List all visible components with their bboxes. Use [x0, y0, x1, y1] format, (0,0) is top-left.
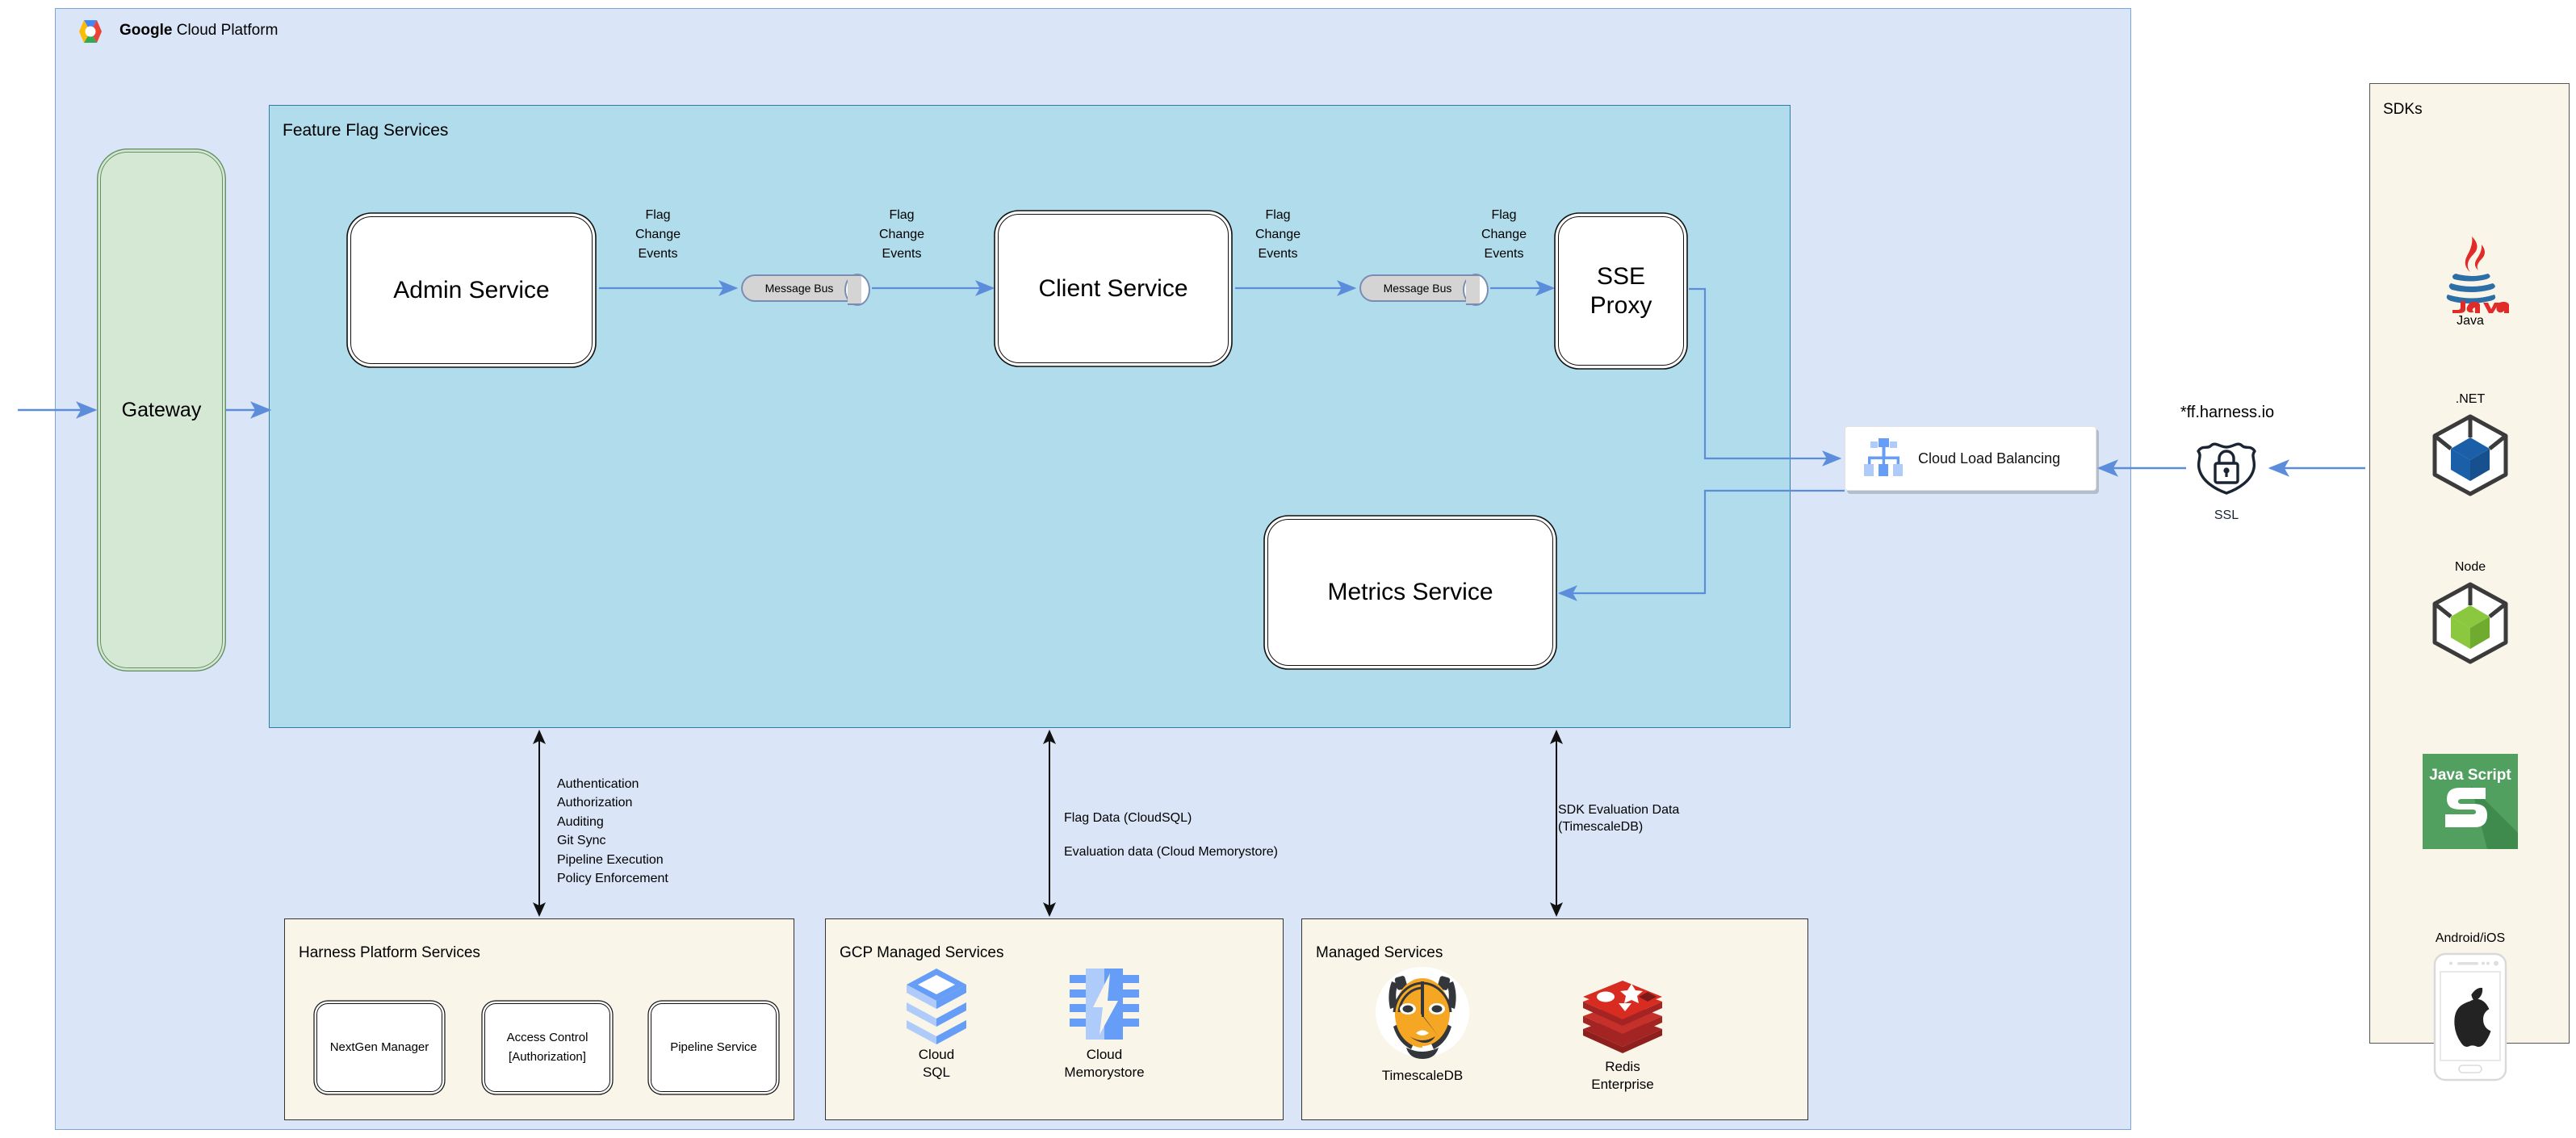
redis-caption-line2: Enterprise — [1591, 1077, 1654, 1092]
node-label: Node — [2454, 560, 2486, 574]
message-bus-label: Message Bus — [764, 282, 834, 295]
redis-caption: Redis Enterprise — [1591, 1058, 1653, 1094]
annotation-line: Authorization — [557, 796, 633, 810]
annotation-line: (TimescaleDB) — [1558, 820, 1644, 834]
annotation-line: Auditing — [557, 814, 604, 829]
message-bus-node-2[interactable]: Message Bus — [1359, 274, 1489, 306]
java-caption: Java — [2457, 314, 2484, 328]
cloud-sql-caption: Cloud SQL — [919, 1046, 954, 1082]
cloud-memorystore-caption-line1: Cloud — [1086, 1047, 1123, 1062]
java-icon — [2431, 233, 2509, 313]
access-control-label-line1: Access Control — [506, 1031, 589, 1044]
managed-data-annotation: SDK Evaluation Data (TimescaleDB) — [1558, 801, 1800, 835]
admin-service-node[interactable]: Admin Service — [350, 216, 593, 364]
pipeline-service-label: Pipeline Service — [670, 1040, 757, 1054]
cloud-load-balancing-label: Cloud Load Balancing — [1918, 450, 2061, 466]
gcp-managed-services-title: GCP Managed Services — [840, 944, 1004, 961]
cloud-sql-icon — [902, 967, 971, 1044]
feature-flag-services-title: Feature Flag Services — [283, 121, 449, 140]
access-control-node[interactable]: Access Control [Authorization] — [484, 1003, 610, 1092]
pipeline-service-node[interactable]: Pipeline Service — [651, 1003, 777, 1092]
cloud-memorystore-icon — [1066, 967, 1142, 1041]
nextgen-manager-label: NextGen Manager — [329, 1040, 429, 1054]
cloud-load-balancing-node[interactable]: Cloud Load Balancing — [1845, 426, 2096, 491]
sdk-item-java[interactable]: Java — [2370, 233, 2570, 330]
dotnet-cube-icon — [2428, 413, 2512, 497]
gcp-title-bold: Google — [119, 22, 173, 39]
nextgen-manager-node[interactable]: NextGen Manager — [316, 1003, 442, 1092]
timescaledb-tiger-icon — [1374, 967, 1471, 1062]
annotation-line: Git Sync — [557, 834, 606, 848]
message-bus-body — [1359, 274, 1477, 302]
harness-capabilities-annotation: Authentication Authorization Auditing Gi… — [557, 775, 799, 888]
ff-domain-label: *ff.harness.io — [2180, 404, 2275, 421]
annotation-line: Policy Enforcement — [557, 872, 668, 886]
cloud-sql-caption-line1: Cloud — [918, 1047, 955, 1062]
cloud-sql-caption-line2: SQL — [922, 1065, 950, 1080]
cloud-memorystore-caption: Cloud Memorystore — [1064, 1046, 1144, 1082]
client-service-label: Client Service — [1038, 274, 1188, 302]
mobile-apple-icon — [2433, 952, 2507, 1082]
sse-proxy-label-line2: Proxy — [1590, 291, 1652, 319]
sse-proxy-node[interactable]: SSE Proxy — [1558, 216, 1684, 366]
access-control-label: Access Control [Authorization] — [507, 1028, 589, 1067]
gateway-node[interactable]: Gateway — [100, 152, 223, 668]
svg-text:Java Script: Java Script — [2429, 767, 2511, 784]
sdk-item-dotnet[interactable]: .NET — [2370, 391, 2570, 497]
message-bus-node-1[interactable]: Message Bus — [741, 274, 870, 306]
cloud-sql-node[interactable]: Cloud SQL — [880, 967, 993, 1082]
harness-platform-services-title: Harness Platform Services — [299, 944, 480, 961]
android-ios-label: Android/iOS — [2435, 931, 2506, 945]
sse-proxy-label-line1: SSE — [1596, 262, 1646, 290]
sdk-item-node[interactable]: Node — [2370, 559, 2570, 665]
javascript-icon: Java Script — [2423, 754, 2518, 849]
annotation-line: SDK Evaluation Data — [1558, 803, 1680, 817]
redis-enterprise-node[interactable]: Redis Enterprise — [1558, 979, 1687, 1094]
gcp-title-rest: Cloud Platform — [172, 22, 279, 39]
gcp-panel-title: Google Cloud Platform — [119, 21, 604, 40]
google-cloud-logo-icon — [74, 18, 107, 45]
message-bus-label: Message Bus — [1383, 282, 1452, 295]
message-bus-cap-fill — [1466, 274, 1480, 305]
redis-icon — [1580, 979, 1665, 1053]
feature-flag-services-panel — [269, 105, 1791, 728]
gcp-data-annotation: Flag Data (CloudSQL) Evaluation data (Cl… — [1064, 801, 1387, 869]
annotation-line: Flag Data (CloudSQL) — [1064, 811, 1192, 825]
annotation-line: Evaluation data (Cloud Memorystore) — [1064, 845, 1279, 859]
shield-lock-icon — [2193, 442, 2260, 495]
cloud-memorystore-node[interactable]: Cloud Memorystore — [1040, 967, 1169, 1082]
node-cube-icon — [2428, 581, 2512, 665]
annotation-line: Pipeline Execution — [557, 852, 664, 867]
gcp-managed-services-panel — [825, 918, 1284, 1120]
cloud-load-balancing-icon — [1858, 437, 1908, 480]
metrics-service-node[interactable]: Metrics Service — [1267, 519, 1553, 666]
cloud-memorystore-caption-line2: Memorystore — [1064, 1065, 1145, 1080]
admin-service-label: Admin Service — [393, 276, 550, 303]
dotnet-label: .NET — [2455, 392, 2486, 406]
gateway-label: Gateway — [121, 398, 202, 421]
sse-proxy-label: SSE Proxy — [1590, 262, 1652, 320]
redis-caption-line1: Redis — [1605, 1059, 1640, 1074]
ssl-label: SSL — [2214, 508, 2239, 522]
sdk-item-javascript[interactable]: Java Script — [2370, 754, 2570, 849]
sdks-panel-title: SDKs — [2383, 101, 2423, 118]
metrics-service-label: Metrics Service — [1327, 579, 1493, 605]
sdks-panel: Java .NET Node — [2369, 83, 2570, 1082]
message-bus-body — [741, 274, 859, 302]
annotation-line: Authentication — [557, 777, 639, 791]
access-control-label-line2: [Authorization] — [509, 1050, 586, 1064]
client-service-node[interactable]: Client Service — [998, 214, 1229, 363]
managed-services-title: Managed Services — [1316, 944, 1443, 961]
message-bus-cap-fill — [848, 274, 861, 305]
timescaledb-caption: TimescaleDB — [1381, 1068, 1464, 1083]
timescaledb-node[interactable]: TimescaleDB — [1350, 967, 1495, 1085]
sdk-item-android-ios[interactable]: Android/iOS — [2370, 930, 2570, 1082]
